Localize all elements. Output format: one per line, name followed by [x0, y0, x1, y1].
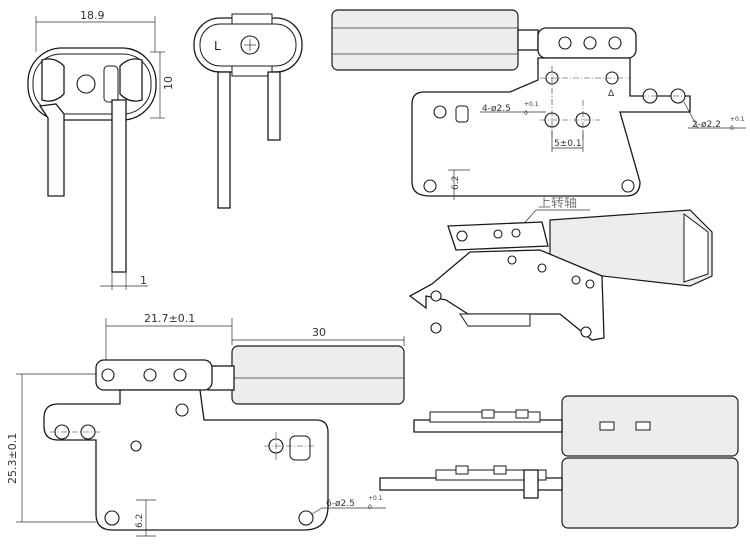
iso-knuckle-hole-2 — [493, 229, 503, 239]
hole-note: 6-ø2.5 — [326, 499, 355, 509]
main-plate-hole-3 — [175, 403, 189, 417]
main-plate-hole-6 — [298, 510, 314, 526]
iso-plate-hole-2 — [430, 322, 442, 334]
main-knuckle-hole-2 — [143, 368, 157, 382]
left-clip — [41, 58, 65, 102]
hole-note-side-tol-upper: +0.1 — [730, 116, 745, 123]
main-plate-slot — [289, 435, 311, 461]
hole-note-main-tol-lower: 0 — [524, 110, 528, 117]
width-dimension: 18.9 — [80, 9, 105, 22]
side-tab-5 — [455, 465, 469, 475]
edge-dimension: 6.2 — [451, 176, 461, 190]
plate-hole-7 — [433, 105, 447, 119]
end-leg-left — [217, 71, 231, 209]
knuckle-hole-3 — [608, 36, 622, 50]
hole-note-tol-upper: +0.1 — [368, 495, 383, 502]
iso-knuckle-hole-3 — [511, 228, 521, 238]
iso-plate-hole-1 — [430, 290, 442, 302]
end-leg-right — [267, 71, 281, 141]
side-views-bottom-right — [379, 395, 739, 529]
knuckle-hole-1 — [558, 36, 572, 50]
right-clip — [119, 58, 143, 102]
end-view: L — [193, 13, 303, 209]
pin-dimension: 1 — [140, 274, 147, 287]
side-tab-4 — [635, 421, 651, 431]
front-view-top-left: 18.9 10 1 — [27, 9, 175, 290]
axle-block — [103, 65, 119, 103]
pitch-dimension: 21.7±0.1 — [144, 312, 195, 325]
plan-view-top-right: 4-ø2.5 +0.1 0 2-ø2.2 +0.1 0 5±0.1 6.2 Δ — [331, 9, 746, 200]
axle-hole — [76, 74, 96, 94]
barrel-dimension: 30 — [312, 326, 326, 339]
side-barrel-lower — [561, 457, 739, 529]
iso-plate-bend — [459, 313, 531, 327]
main-plate-hole-5 — [104, 510, 120, 526]
iso-plate-hole-7 — [585, 279, 595, 289]
main-plate — [43, 389, 329, 531]
damper-barrel — [331, 9, 519, 71]
iso-knuckle-hole-1 — [456, 230, 468, 242]
iso-view: 上转轴 — [408, 196, 713, 341]
bottom-tab — [231, 65, 273, 77]
delta-mark: Δ — [608, 89, 615, 99]
main-plate-hole-7 — [130, 440, 142, 452]
iso-plate-hole-4 — [507, 255, 517, 265]
iso-plate-hole-3 — [580, 326, 592, 338]
side-tab-1 — [481, 409, 495, 419]
plate-hole-8 — [423, 179, 437, 193]
hole-note-main: 4-ø2.5 — [482, 104, 511, 114]
side-tab-3 — [599, 421, 615, 431]
main-damper-barrel — [231, 345, 405, 405]
main-knuckle-hole-3 — [173, 368, 187, 382]
iso-barrel-end — [683, 213, 709, 283]
hole-note-side: 2-ø2.2 — [692, 120, 721, 130]
iso-plate-hole-6 — [571, 275, 581, 285]
hole-note-side-tol-lower: 0 — [730, 125, 734, 132]
height-dimension: 25.3±0.1 — [6, 433, 19, 484]
side-marking: L — [214, 39, 221, 53]
spacing-dimension: 5±0.1 — [554, 139, 582, 149]
plate-hole-9 — [621, 179, 635, 193]
iso-plate-hole-5 — [537, 263, 547, 273]
top-tab — [231, 13, 273, 25]
right-leg — [111, 99, 127, 273]
main-knuckle-hole-1 — [101, 368, 115, 382]
barrel-neck — [517, 29, 539, 51]
hole-note-tol-lower: 0 — [368, 504, 372, 511]
edge-dimension: 6.2 — [135, 514, 145, 528]
height-dimension: 10 — [162, 76, 175, 90]
main-view-bottom-left: 21.7±0.1 30 25.3±0.1 6.2 6-ø2.5 — [6, 312, 405, 537]
hole-note-main-tol-upper: +0.1 — [524, 101, 539, 108]
side-bracket — [523, 469, 539, 499]
plate-slot — [455, 105, 469, 123]
callout-label: 上转轴 — [538, 196, 577, 211]
left-leg — [38, 103, 65, 197]
knuckle-hole-2 — [583, 36, 597, 50]
side-tab-2 — [515, 409, 529, 419]
side-tab-6 — [493, 465, 507, 475]
side-knuckle-lower — [435, 469, 547, 481]
